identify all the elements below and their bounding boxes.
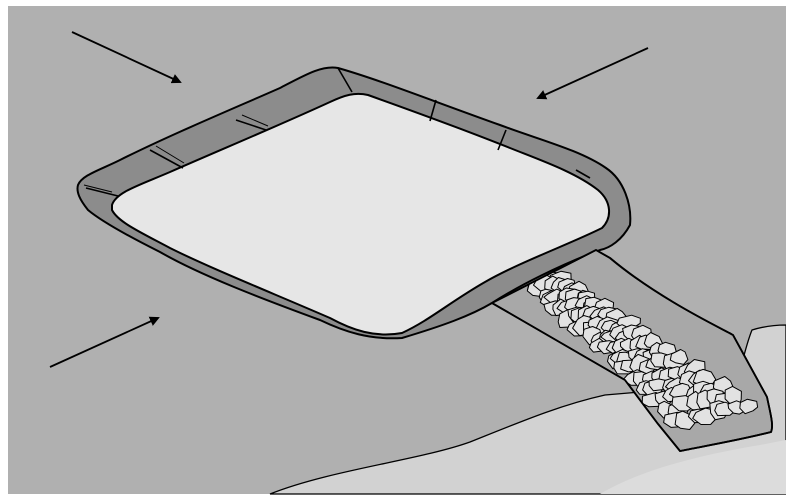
riprap-stone xyxy=(739,398,759,415)
runoff-arrow-bottom-left xyxy=(49,316,160,368)
berm-hatching xyxy=(83,67,591,197)
riprap-stone xyxy=(669,349,689,365)
riprap-outlet-outline xyxy=(490,248,773,452)
runoff-arrow-top-left xyxy=(71,31,182,84)
lowland-edge xyxy=(600,440,786,494)
sediment-basin xyxy=(111,92,610,336)
runoff-arrow-top-right xyxy=(536,47,649,100)
riprap-stones xyxy=(514,266,759,430)
